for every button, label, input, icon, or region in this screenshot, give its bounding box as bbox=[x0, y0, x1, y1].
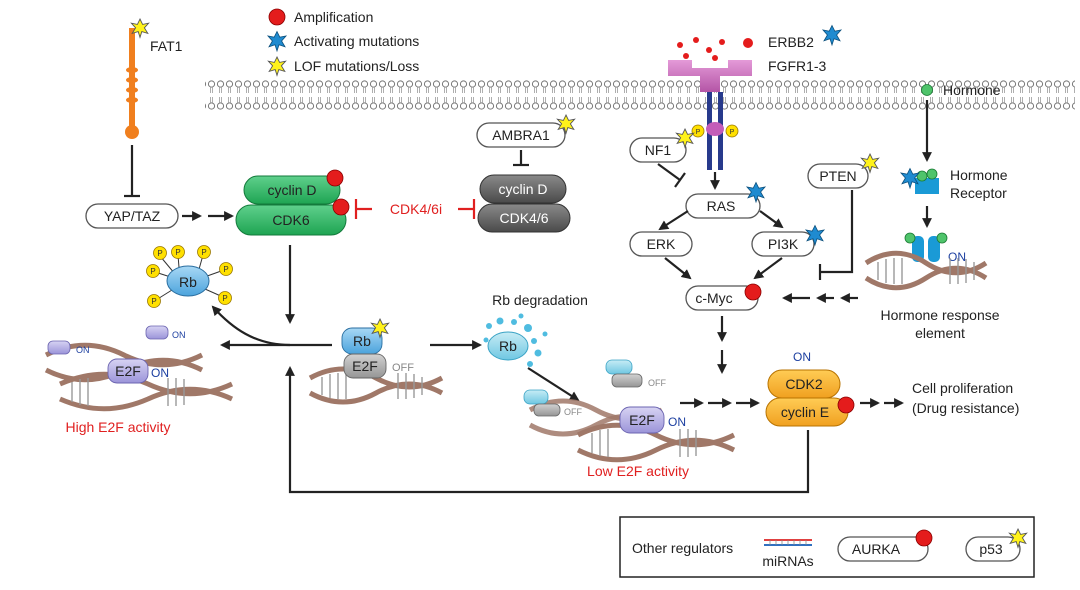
cyclin-d-cdk6-complex: cyclin D CDK6 bbox=[235, 169, 350, 236]
legend-amplification: Amplification bbox=[294, 9, 373, 25]
hormone-on-label: ON bbox=[948, 250, 966, 264]
pten-node bbox=[807, 163, 869, 189]
center-rb-label: Rb bbox=[353, 333, 371, 349]
high-e2f-on-small-1: ON bbox=[76, 345, 90, 355]
svg-text:P: P bbox=[157, 249, 162, 258]
cyclin-e-amp-dot-icon bbox=[837, 396, 855, 414]
p53-label: p53 bbox=[979, 541, 1003, 557]
activating-star-icon bbox=[267, 31, 287, 52]
cdk46i-label: CDK4/6i bbox=[390, 201, 442, 217]
cdk2-label: CDK2 bbox=[785, 376, 823, 392]
low-e2f-off-small-1: OFF bbox=[648, 378, 666, 388]
fgfr-label: FGFR1-3 bbox=[768, 58, 827, 74]
hormone-receptor-icon bbox=[900, 168, 939, 194]
rb-phospho-label: Rb bbox=[179, 274, 197, 290]
ambra1-label: AMBRA1 bbox=[492, 127, 550, 143]
cdk2-cyclin-e-complex: CDK2 cyclin E bbox=[765, 369, 855, 427]
cdk2-on-label: ON bbox=[793, 350, 811, 364]
cdk6-amp-dot-icon bbox=[332, 198, 350, 216]
phospho-right-label: P bbox=[730, 129, 735, 136]
cmyc-amp-dot-icon bbox=[744, 283, 762, 301]
low-e2f-label: E2F bbox=[629, 412, 655, 428]
erk-node bbox=[629, 231, 693, 257]
cmyc-label: c-Myc bbox=[695, 290, 732, 306]
erbb2-fgfr-receptor: P P ERBB2 FGFR1-3 bbox=[668, 25, 842, 170]
legend-activating: Activating mutations bbox=[294, 33, 419, 49]
other-regulators-title: Other regulators bbox=[632, 540, 733, 556]
ras-label: RAS bbox=[707, 198, 736, 214]
aurka-label: AURKA bbox=[852, 541, 901, 557]
hormone-response-line1: Hormone response bbox=[880, 307, 999, 323]
cyclin-e-label: cyclin E bbox=[781, 404, 829, 420]
amplification-dot-icon bbox=[268, 8, 286, 26]
cdk6-label: CDK6 bbox=[272, 212, 310, 228]
mirna-icon bbox=[764, 539, 812, 546]
hormone-receptor-line2: Receptor bbox=[950, 185, 1007, 201]
svg-text:P: P bbox=[222, 294, 227, 303]
fat1-receptor: FAT1 bbox=[125, 18, 183, 139]
hormone-label: Hormone bbox=[943, 82, 1001, 98]
other-regulators-box: Other regulators miRNAs AURKA p53 bbox=[619, 516, 1035, 578]
low-e2f-activity-label: Low E2F activity bbox=[587, 463, 689, 479]
low-e2f-on-label: ON bbox=[668, 415, 686, 429]
center-off-label: OFF bbox=[392, 362, 414, 374]
low-e2f-dna-icon: OFF OFF E2F ON bbox=[523, 359, 736, 463]
rb-degradation-label: Rb degradation bbox=[492, 292, 588, 308]
erbb2-label: ERBB2 bbox=[768, 34, 814, 50]
nf1-node bbox=[629, 137, 687, 163]
degraded-rb-label: Rb bbox=[499, 338, 517, 354]
aurka-amp-dot-icon bbox=[915, 529, 933, 547]
outcome-line2: (Drug resistance) bbox=[912, 400, 1019, 416]
yap-taz-node bbox=[85, 203, 179, 229]
hormone-dot-icon bbox=[921, 84, 933, 96]
pi3k-node bbox=[751, 231, 815, 257]
center-e2f-label: E2F bbox=[352, 358, 378, 374]
nf1-label: NF1 bbox=[645, 142, 672, 158]
low-e2f-off-small-2: OFF bbox=[564, 407, 582, 417]
svg-text:P: P bbox=[150, 267, 155, 276]
erbb2-activating-star-icon bbox=[822, 25, 842, 46]
phospho-left-label: P bbox=[696, 129, 701, 136]
svg-text:P: P bbox=[223, 265, 228, 274]
cyclin-d-gray-label: cyclin D bbox=[498, 181, 547, 197]
svg-text:P: P bbox=[175, 248, 180, 257]
legend: Amplification Activating mutations LOF m… bbox=[267, 8, 419, 76]
svg-text:P: P bbox=[151, 297, 156, 306]
ras-node bbox=[685, 193, 761, 219]
high-e2f-on-label: ON bbox=[151, 366, 169, 380]
lof-star-icon bbox=[267, 56, 287, 76]
outcome-line1: Cell proliferation bbox=[912, 380, 1013, 396]
ambra1-node bbox=[476, 122, 566, 148]
cdk46-label: CDK4/6 bbox=[499, 210, 548, 226]
high-e2f-on-small-2: ON bbox=[172, 330, 186, 340]
hormone-response-line2: element bbox=[915, 325, 965, 341]
p53-node bbox=[965, 536, 1021, 562]
cyclin-d-label: cyclin D bbox=[267, 182, 316, 198]
pi3k-label: PI3K bbox=[768, 236, 799, 252]
mirnas-label: miRNAs bbox=[762, 553, 813, 569]
aurka-node bbox=[837, 536, 929, 562]
svg-text:P: P bbox=[201, 248, 206, 257]
hormone-receptor-line1: Hormone bbox=[950, 167, 1008, 183]
rb-degraded-icon: Rb bbox=[483, 313, 548, 367]
high-e2f-dna-icon: ON ON E2F ON bbox=[44, 325, 234, 412]
erk-label: ERK bbox=[647, 236, 676, 252]
fat1-label: FAT1 bbox=[150, 38, 183, 54]
high-e2f-label: E2F bbox=[115, 363, 141, 379]
pten-label: PTEN bbox=[819, 168, 856, 184]
hormone-dna-icon bbox=[864, 250, 988, 291]
legend-lof: LOF mutations/Loss bbox=[294, 58, 419, 74]
cyclin-d-cdk46-complex: cyclin D CDK4/6 bbox=[477, 174, 571, 233]
cyclin-d-amp-dot-icon bbox=[326, 169, 344, 187]
high-e2f-activity-label: High E2F activity bbox=[65, 419, 170, 435]
yap-taz-label: YAP/TAZ bbox=[104, 208, 161, 224]
rb-e2f-off-complex: Rb E2F OFF bbox=[308, 318, 444, 405]
